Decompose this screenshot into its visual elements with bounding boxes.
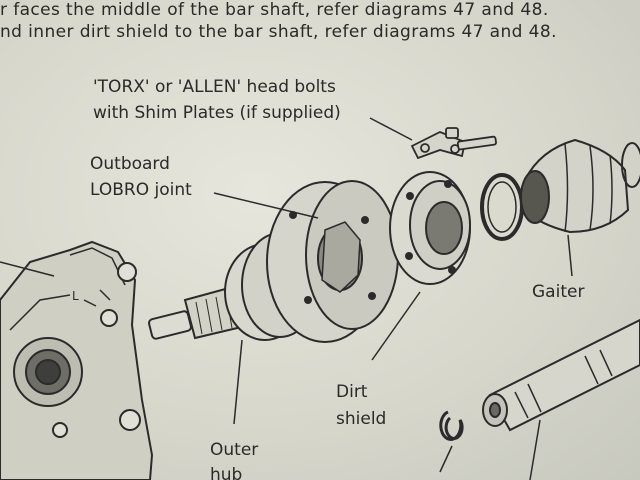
outer-hub-label-line-2: hub bbox=[210, 465, 243, 480]
bolts-label-line-2: with Shim Plates (if supplied) bbox=[93, 103, 341, 123]
lobro-label-line-2: LOBRO joint bbox=[90, 180, 192, 200]
dirt-shield-illustration bbox=[389, 171, 471, 285]
outer-hub-label-line-1: Outer bbox=[210, 440, 259, 460]
instruction-line-2: nd inner dirt shield to the bar shaft, r… bbox=[0, 22, 557, 42]
lobro-label-line-1: Outboard bbox=[90, 154, 170, 174]
dirt-shield-label-line-2: shield bbox=[336, 409, 387, 429]
bolts-shim-illustration bbox=[410, 127, 497, 160]
carrier-leader-line bbox=[0, 261, 55, 277]
dirt-shield-label-line-1: Dirt bbox=[336, 382, 368, 402]
instruction-line-1: r faces the middle of the bar shaft, ref… bbox=[0, 0, 549, 20]
bolts-label-line-1: 'TORX' or 'ALLEN' head bolts bbox=[93, 77, 336, 97]
drive-shaft-illustration bbox=[482, 318, 640, 432]
circlip-illustration bbox=[439, 410, 464, 441]
lobro-joint-illustration bbox=[266, 180, 399, 343]
gaiter-label: Gaiter bbox=[532, 282, 585, 302]
leader-lines bbox=[213, 117, 573, 480]
hub-carrier-illustration bbox=[0, 240, 154, 480]
gaiter-illustration bbox=[520, 138, 640, 234]
carrier-side-mark: L bbox=[72, 289, 79, 303]
